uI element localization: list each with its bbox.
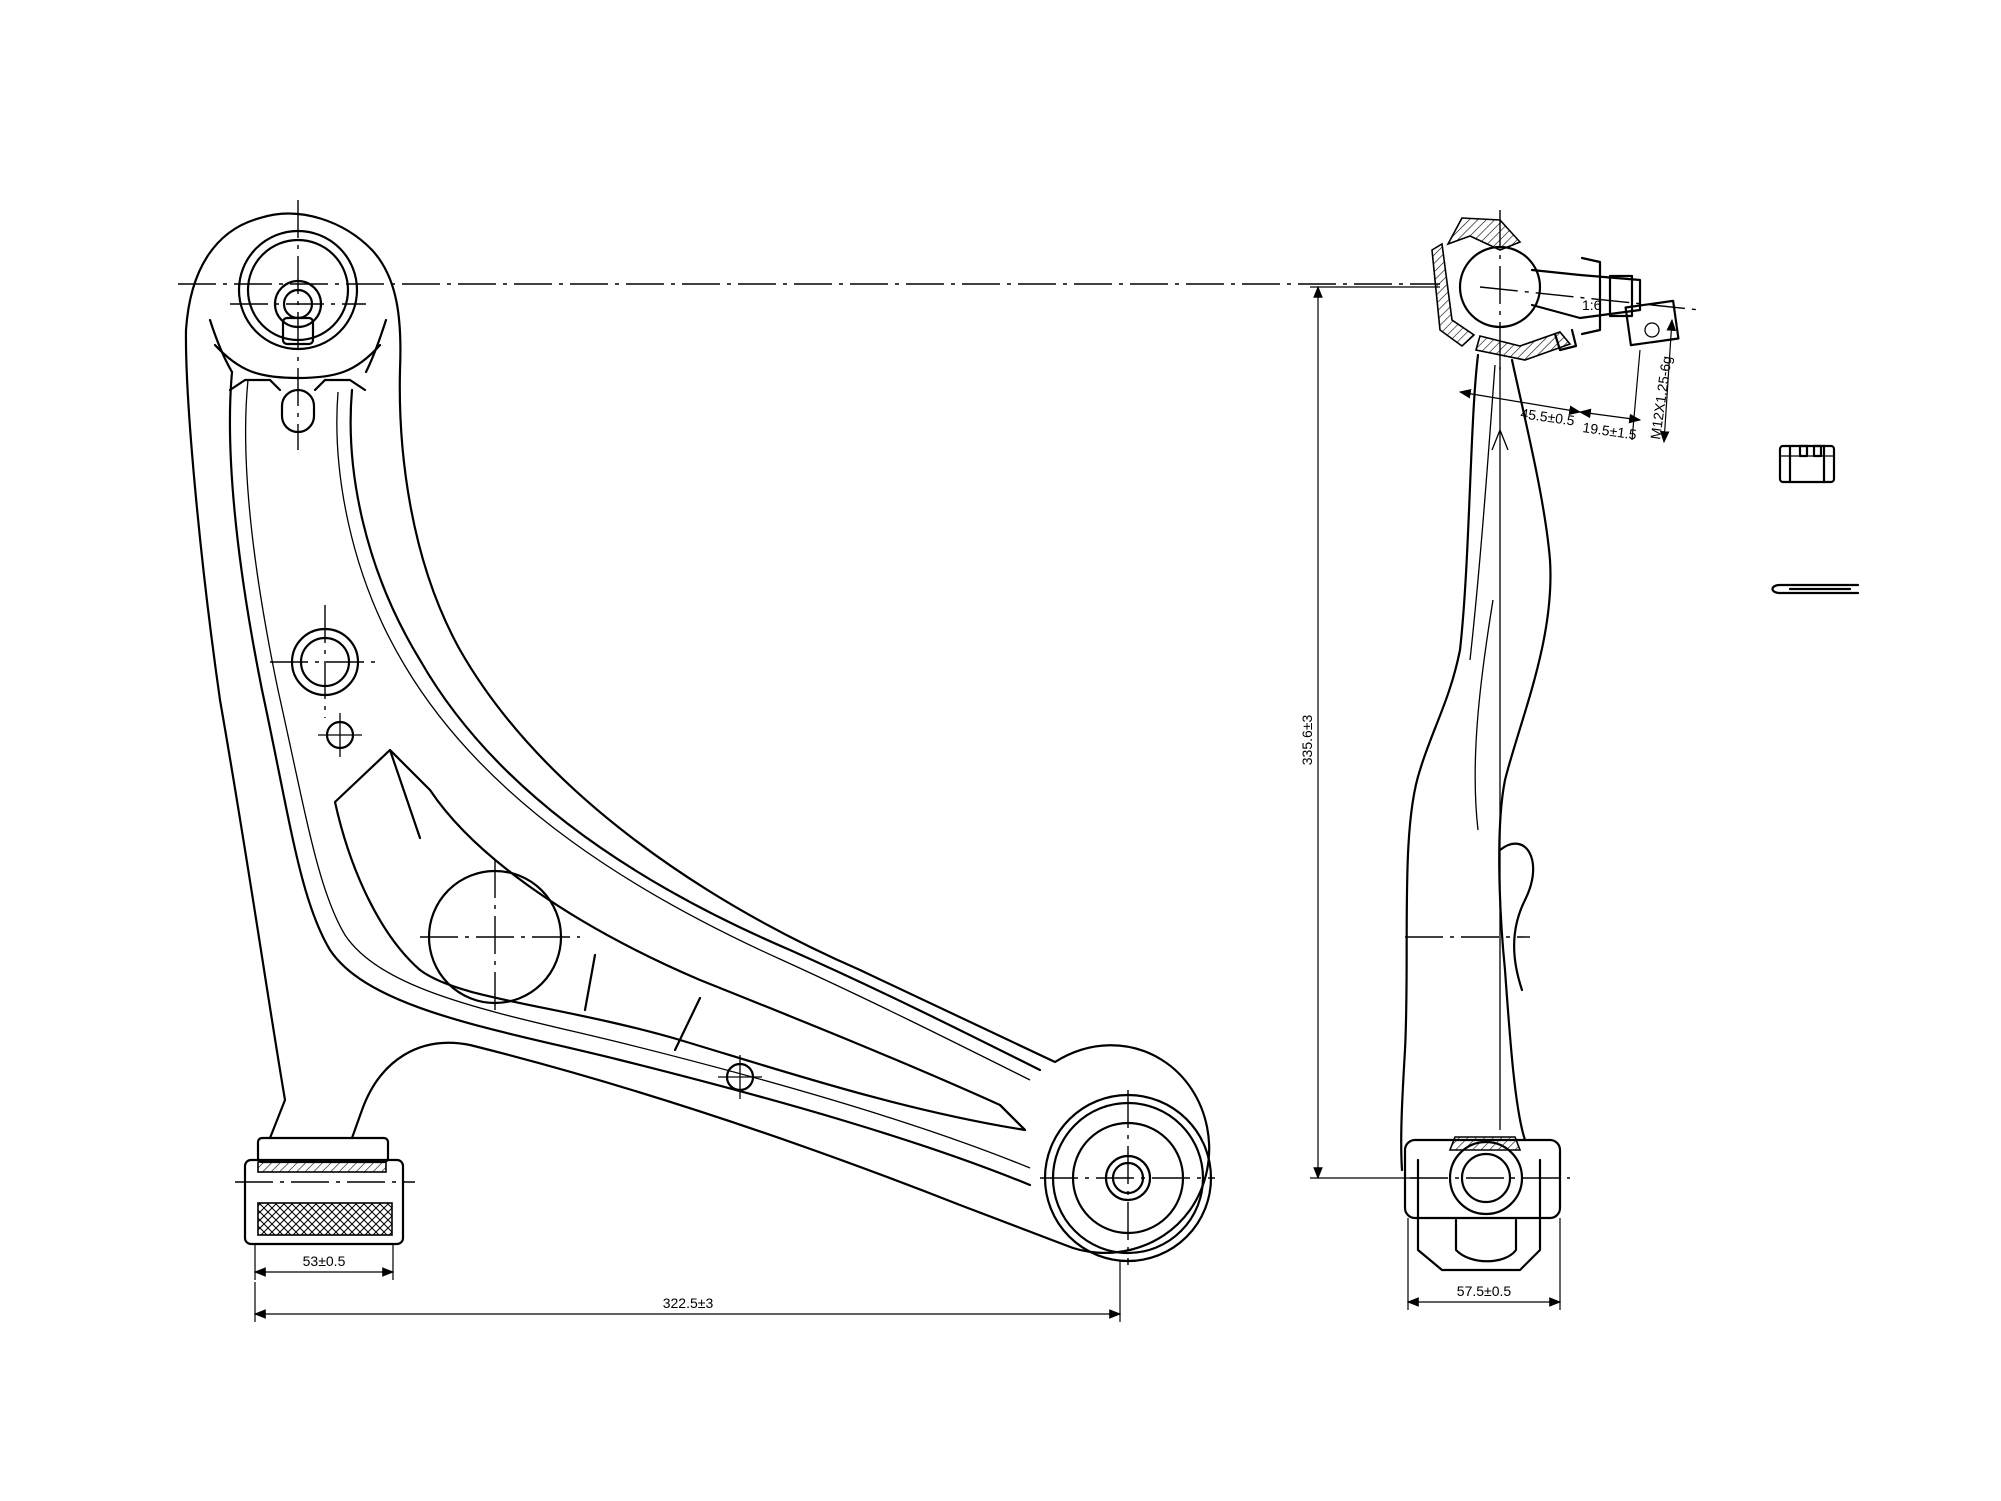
arm-outer-contour (184, 212, 1211, 1254)
arm-inner-flange (228, 370, 1032, 1187)
ball-joint-housing (208, 200, 388, 450)
web-pocket (333, 748, 1027, 1132)
dim-label-thread-length: 19.5±1.5 (1582, 419, 1638, 442)
dim-side-bushing: 57.5±0.5 (1406, 1218, 1562, 1310)
dim-bushing-width: 53±0.5 (253, 1244, 395, 1280)
lightening-hole (420, 860, 580, 1010)
dim-label-offset: 45.5±0.5 (1520, 405, 1576, 428)
side-view: 335.6±3 57.5±0.5 (1299, 210, 1701, 1310)
ball-joint-section: 1:6 (1431, 210, 1701, 370)
dim-label-bushing: 53±0.5 (303, 1253, 346, 1269)
taper-ratio-label: 1:6 (1582, 297, 1602, 313)
dim-label-height: 335.6±3 (1299, 715, 1315, 766)
front-bushing (235, 1136, 415, 1246)
upper-hole (270, 605, 380, 718)
small-hole-1 (318, 713, 362, 757)
arm-outer-flange (349, 388, 1042, 1072)
cotter-pin (1771, 583, 1860, 595)
front-view: 53±0.5 322.5±3 (178, 200, 1440, 1322)
dim-overall-height: 335.6±3 (1299, 285, 1440, 1180)
side-bushing (1403, 1136, 1570, 1272)
dim-label-side-bushing: 57.5±0.5 (1457, 1283, 1512, 1299)
side-arm-body (1400, 353, 1480, 1172)
small-hole-2 (718, 1055, 762, 1099)
castle-nut (1778, 444, 1836, 484)
dim-label-thread-spec: M12X1.25-6g (1647, 355, 1675, 440)
dim-overall-length: 322.5±3 (253, 1260, 1122, 1322)
rear-bushing-eye (1040, 1090, 1215, 1265)
dim-label-length: 322.5±3 (663, 1295, 714, 1311)
